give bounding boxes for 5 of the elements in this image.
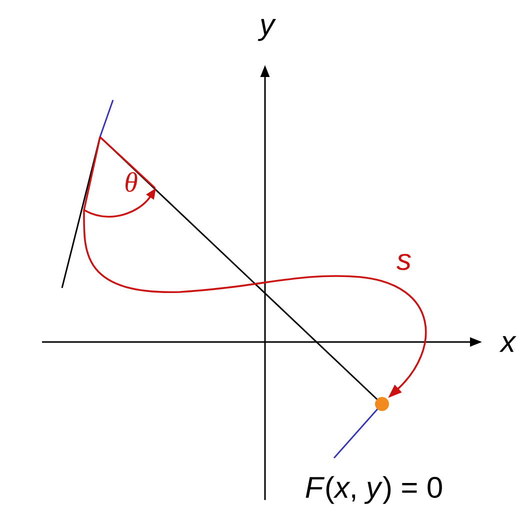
- axis-label: x: [499, 336, 516, 352]
- equation-label: F(x, y) = 0: [306, 476, 442, 504]
- angle-label: θ: [126, 172, 138, 192]
- curve-label: s: [396, 254, 411, 270]
- axis-label: y: [258, 19, 276, 41]
